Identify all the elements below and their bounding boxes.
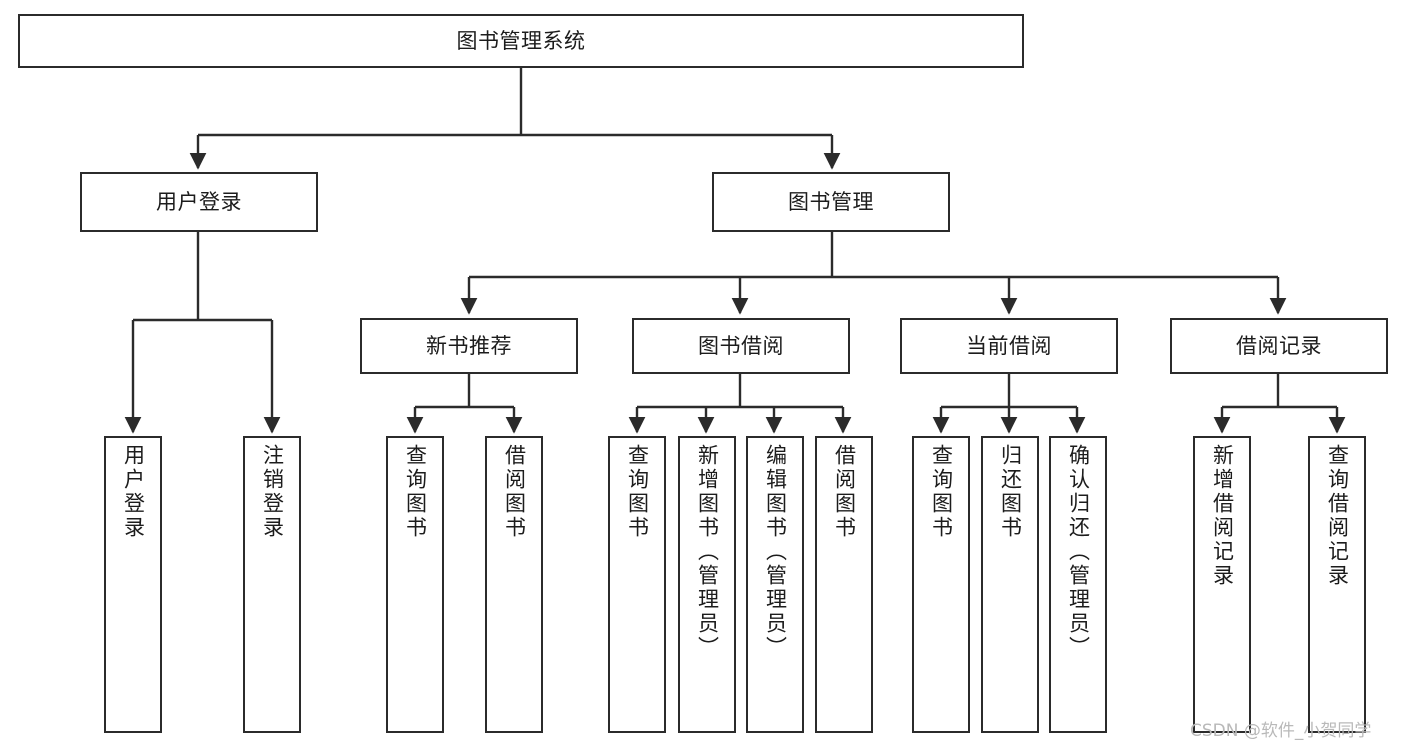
- leaf-user-login-label: 用户登录: [121, 444, 146, 540]
- leaf-borrow-book-recommend[interactable]: 借阅图书: [485, 436, 543, 733]
- leaf-add-borrow-record-label: 新增借阅记录: [1210, 444, 1235, 588]
- node-borrow-record[interactable]: 借阅记录: [1170, 318, 1388, 374]
- node-root-label: 图书管理系统: [456, 28, 586, 53]
- leaf-add-book-admin-label: 新增图书（管理员）: [695, 444, 720, 660]
- leaf-query-borrow-record-label: 查询借阅记录: [1325, 444, 1350, 588]
- leaf-edit-book-admin-label: 编辑图书（管理员）: [763, 444, 788, 660]
- node-current-borrow-label: 当前借阅: [966, 333, 1052, 358]
- node-borrow-record-label: 借阅记录: [1236, 333, 1322, 358]
- node-book-borrow[interactable]: 图书借阅: [632, 318, 850, 374]
- leaf-logout-label: 注销登录: [260, 444, 285, 540]
- leaf-query-book-current-label: 查询图书: [929, 444, 954, 540]
- leaf-return-book-label: 归还图书: [998, 444, 1023, 540]
- node-user-login-label: 用户登录: [156, 189, 242, 214]
- leaf-query-borrow-record[interactable]: 查询借阅记录: [1308, 436, 1366, 733]
- leaf-logout[interactable]: 注销登录: [243, 436, 301, 733]
- watermark-text: CSDN @软件_小贺同学: [1190, 721, 1372, 741]
- node-new-book-recommend-label: 新书推荐: [426, 333, 512, 358]
- node-book-borrow-label: 图书借阅: [698, 333, 784, 358]
- leaf-borrow-book-recommend-label: 借阅图书: [502, 444, 527, 540]
- leaf-add-book-admin[interactable]: 新增图书（管理员）: [678, 436, 736, 733]
- leaf-confirm-return-admin[interactable]: 确认归还（管理员）: [1049, 436, 1107, 733]
- leaf-query-book-borrow[interactable]: 查询图书: [608, 436, 666, 733]
- leaf-edit-book-admin[interactable]: 编辑图书（管理员）: [746, 436, 804, 733]
- leaf-confirm-return-admin-label: 确认归还（管理员）: [1066, 444, 1091, 660]
- leaf-query-book-current[interactable]: 查询图书: [912, 436, 970, 733]
- leaf-return-book[interactable]: 归还图书: [981, 436, 1039, 733]
- leaf-query-book-recommend-label: 查询图书: [403, 444, 428, 540]
- node-book-management-label: 图书管理: [788, 189, 874, 214]
- node-new-book-recommend[interactable]: 新书推荐: [360, 318, 578, 374]
- node-root[interactable]: 图书管理系统: [18, 14, 1024, 68]
- leaf-add-borrow-record[interactable]: 新增借阅记录: [1193, 436, 1251, 733]
- node-current-borrow[interactable]: 当前借阅: [900, 318, 1118, 374]
- node-book-management[interactable]: 图书管理: [712, 172, 950, 232]
- leaf-user-login[interactable]: 用户登录: [104, 436, 162, 733]
- leaf-query-book-borrow-label: 查询图书: [625, 444, 650, 540]
- leaf-borrow-book-label: 借阅图书: [832, 444, 857, 540]
- node-user-login[interactable]: 用户登录: [80, 172, 318, 232]
- leaf-query-book-recommend[interactable]: 查询图书: [386, 436, 444, 733]
- leaf-borrow-book[interactable]: 借阅图书: [815, 436, 873, 733]
